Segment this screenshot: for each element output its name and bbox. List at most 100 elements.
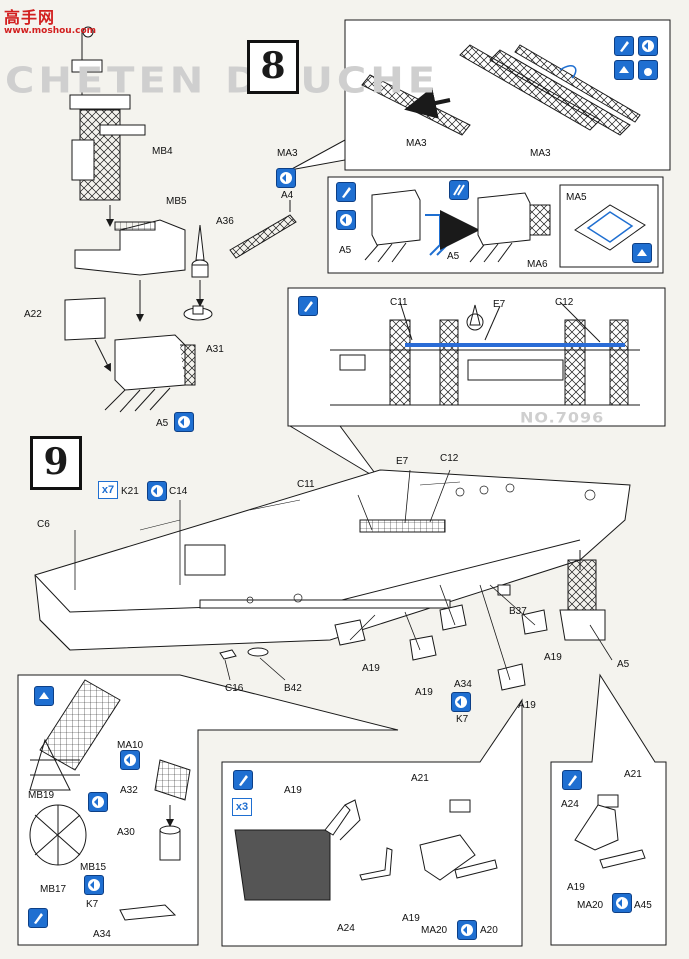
flip-icon	[612, 893, 632, 913]
paint-icon	[298, 296, 318, 316]
ma3-crane-a	[361, 74, 471, 136]
a21-a24-right	[574, 794, 646, 869]
flip-icon	[120, 750, 140, 770]
radar-mb19	[29, 804, 87, 866]
label-ma5: MA5	[566, 192, 587, 203]
label-a36: A36	[216, 216, 234, 227]
label-a24-mid: A24	[337, 923, 355, 934]
label-b42: B42	[284, 683, 302, 694]
label-ma3-a: MA3	[406, 138, 427, 149]
flip-icon	[88, 792, 108, 812]
label-a5-p2: A5	[447, 251, 460, 262]
hangar-side-view	[330, 301, 640, 406]
rotate-icon	[614, 60, 634, 80]
multiplier-x7: x7	[98, 481, 118, 499]
label-a24-right: A24	[561, 799, 579, 810]
step-9: 9	[30, 436, 82, 490]
ma3-crane-b	[459, 44, 641, 136]
label-k21: K21	[121, 486, 139, 497]
island-assembly	[74, 219, 186, 322]
paint-icon	[28, 908, 48, 928]
flip-icon	[84, 875, 104, 895]
label-ma6: MA6	[527, 259, 548, 270]
flip-icon	[147, 481, 167, 501]
label-c11: C11	[297, 479, 315, 490]
label-a19-d: A19	[544, 652, 562, 663]
label-a19-mid: A19	[284, 785, 302, 796]
label-a21-right: A21	[624, 769, 642, 780]
rotate-icon	[632, 243, 652, 263]
paint-icon	[614, 36, 634, 56]
paint-icon	[233, 770, 253, 790]
part-a36	[183, 224, 213, 321]
label-mb4: MB4	[152, 146, 173, 157]
label-k7-low: K7	[86, 899, 99, 910]
callout-pointer-mid	[288, 425, 381, 481]
label-a19-right: A19	[567, 882, 585, 893]
mast-assembly	[69, 26, 146, 227]
label-e7-inset: E7	[493, 299, 506, 310]
label-a22: A22	[24, 309, 42, 320]
flip-icon	[457, 920, 477, 940]
label-a19-mid2: A19	[402, 913, 420, 924]
label-a19-c: A19	[518, 700, 536, 711]
label-a19-b: A19	[415, 687, 433, 698]
panel-radar	[17, 674, 399, 946]
flip-icon	[336, 210, 356, 230]
ship-deck-fittings	[246, 483, 596, 604]
flip-icon	[638, 36, 658, 56]
decal-icon	[449, 180, 469, 200]
label-c11-inset: C11	[390, 297, 408, 308]
a19-parts	[334, 584, 548, 691]
label-mb19: MB19	[28, 790, 55, 801]
label-a31: A31	[206, 344, 224, 355]
flip-icon	[451, 692, 471, 712]
label-a34-low: A34	[93, 929, 111, 940]
label-a4: A4	[281, 190, 294, 201]
label-c12-inset: C12	[555, 297, 574, 308]
label-ma10: MA10	[117, 740, 144, 751]
label-mb5: MB5	[166, 196, 187, 207]
radar-ma10	[29, 679, 121, 791]
label-a5-ship: A5	[617, 659, 630, 670]
label-ma20-mid: MA20	[421, 925, 448, 936]
label-a19-a: A19	[362, 663, 380, 674]
multiplier-x3: x3	[232, 798, 252, 816]
label-ma20-right: MA20	[577, 900, 604, 911]
paint-icon	[562, 770, 582, 790]
label-k7-mid: K7	[456, 714, 469, 725]
label-a5-p1: A5	[339, 245, 352, 256]
background-text-mid: NO.7096	[520, 408, 605, 427]
part-a5-base	[104, 334, 196, 413]
a5-assembly-2	[469, 192, 551, 263]
label-a20: A20	[480, 925, 498, 936]
label-ma3-top: MA3	[277, 148, 298, 159]
step-8: 8	[247, 40, 299, 94]
callout-pointer-top	[289, 139, 346, 171]
flip-icon	[276, 168, 296, 188]
watermark-logo: 高手网 www.moshou.com	[4, 4, 97, 36]
label-c6: C6	[37, 519, 50, 530]
label-a30: A30	[117, 827, 135, 838]
drop-icon	[638, 60, 658, 80]
watermark-cn: 高手网	[4, 8, 56, 27]
panel-a19-a24	[221, 698, 523, 947]
label-c16: C16	[225, 683, 244, 694]
paint-icon	[336, 182, 356, 202]
label-mb15: MB15	[80, 862, 107, 873]
watermark-url: www.moshou.com	[4, 26, 97, 36]
background-text-top: CHETEN DOUCHE	[5, 60, 440, 102]
rotate-icon	[34, 686, 54, 706]
label-a5: A5	[156, 418, 169, 429]
label-b37: B37	[509, 606, 527, 617]
part-a22	[64, 297, 111, 372]
label-a34: A34	[454, 679, 472, 690]
small-parts	[219, 647, 269, 660]
label-a45: A45	[634, 900, 652, 911]
a24-a20-parts	[359, 799, 498, 881]
label-e7: E7	[396, 456, 409, 467]
label-mb17: MB17	[40, 884, 67, 895]
part-a4	[229, 200, 297, 259]
part-a32-a30	[119, 759, 191, 921]
